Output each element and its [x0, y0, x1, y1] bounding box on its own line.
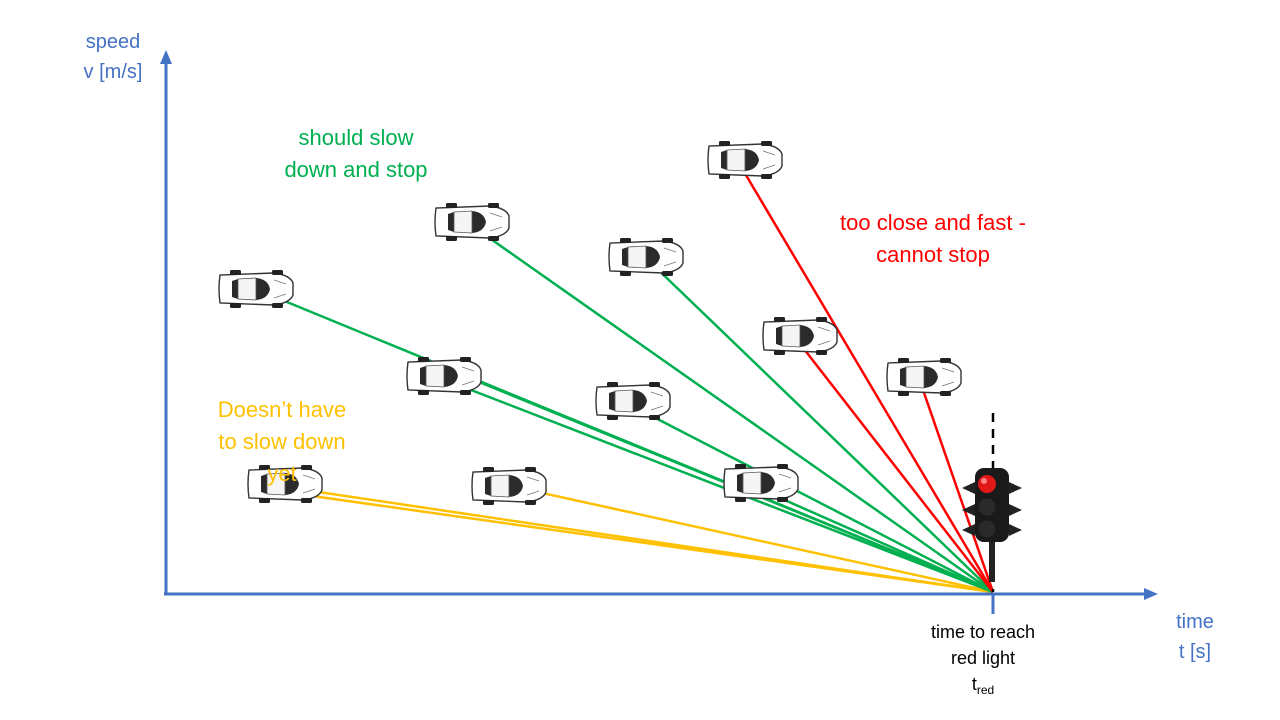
car-icon: [406, 356, 482, 396]
car-icon: [886, 357, 962, 397]
car-icon: [762, 316, 838, 356]
trajectory-green: [761, 488, 994, 594]
trajectory-green: [439, 364, 994, 594]
car-icon: [707, 140, 783, 180]
trajectory-yellow: [514, 485, 994, 594]
green-region-label: should slow down and stop: [284, 125, 428, 182]
trajectory-green: [647, 259, 994, 593]
car-icon: [434, 202, 510, 242]
trajectory-green: [639, 408, 994, 594]
red-lamp: [978, 475, 996, 493]
trajectory-green: [477, 228, 994, 594]
car-icon: [471, 466, 547, 506]
axes: [160, 50, 1158, 614]
trajectory-green: [439, 376, 994, 594]
yellow-region-label: Doesn’t have to slow down yet: [217, 397, 347, 486]
car-icon: [218, 269, 294, 309]
red-region-label: too close and fast - cannot stop: [840, 210, 1026, 267]
y-axis-label: speed v [m/s]: [83, 31, 143, 83]
car-icon: [723, 463, 799, 503]
traffic-light-icon: [962, 468, 1022, 582]
x-axis-label: time t [s]: [1176, 611, 1214, 663]
car-icon: [595, 381, 671, 421]
trajectory-lines: [264, 164, 995, 594]
x-axis-arrow: [1144, 588, 1158, 600]
car-icon: [608, 237, 684, 277]
trajectory-red: [920, 386, 995, 593]
trajectory-red: [796, 339, 994, 593]
trajectory-red: [738, 164, 995, 593]
trajectory-yellow: [269, 488, 994, 594]
t-red-label: time to reach red light tred: [930, 622, 1036, 697]
y-axis-arrow: [160, 50, 172, 64]
